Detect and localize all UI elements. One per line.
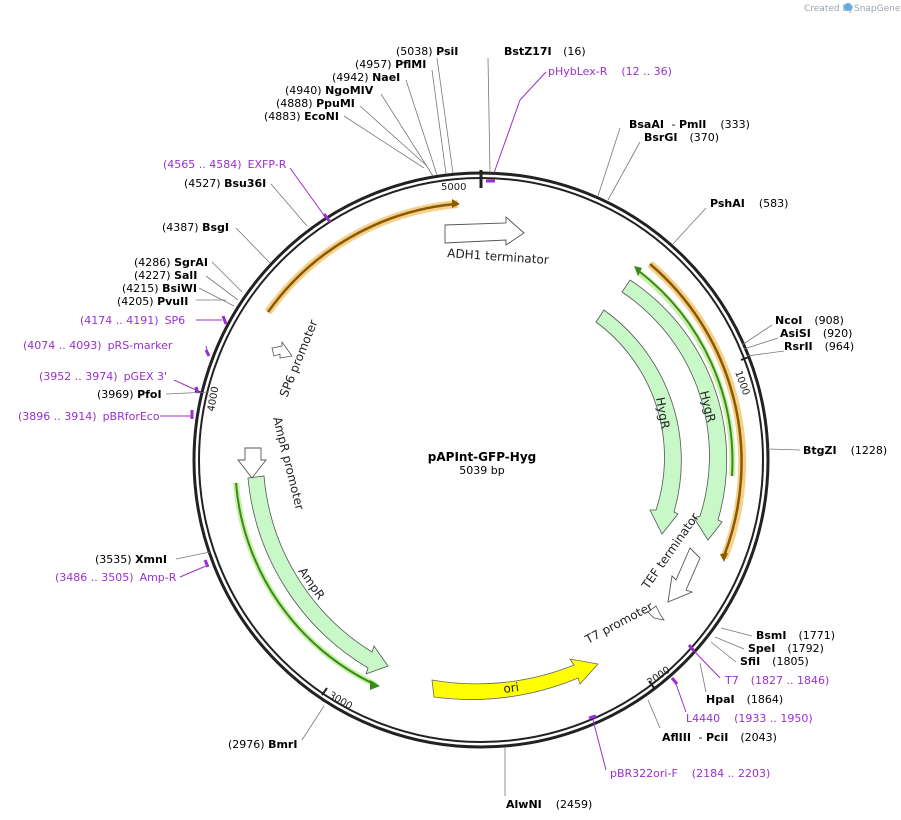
exfp-feature bbox=[266, 202, 456, 313]
exfp-arrowhead-icon bbox=[452, 199, 460, 208]
enzyme-alwni: AlwNI(2459) bbox=[506, 798, 592, 811]
enzyme-asisi: AsiSI(920) bbox=[780, 327, 852, 340]
enzyme-pflmi: (4957) PflMI bbox=[355, 58, 426, 71]
primer-t7: T7(1827 .. 1846) bbox=[724, 674, 829, 687]
plasmid-name: pAPInt-GFP-Hyg bbox=[428, 450, 536, 464]
primer-phyblex-r: pHybLex-R(12 .. 36) bbox=[548, 65, 672, 78]
enzyme-hpai: HpaI(1864) bbox=[706, 693, 783, 706]
enzyme-bsmi: BsmI(1771) bbox=[756, 629, 835, 642]
sp6-promoter-label: SP6 promoter bbox=[277, 318, 321, 399]
t7-promoter-arrow bbox=[647, 605, 665, 621]
primer-amp-r: (3486 .. 3505)Amp-R bbox=[55, 571, 177, 584]
enzyme-rsrii: RsrII(964) bbox=[784, 340, 854, 353]
tef-terminator-arrow bbox=[667, 547, 701, 603]
enzyme-bsrgi: BsrGI(370) bbox=[644, 131, 719, 144]
primer-labels: pHybLex-R(12 .. 36) (4565 .. 4584)EXFP-R… bbox=[18, 65, 829, 780]
hyg-green-arrowhead-icon bbox=[634, 266, 642, 276]
ampr-green-feature bbox=[235, 482, 377, 686]
enzyme-pvuii: (4205) PvuII bbox=[117, 295, 188, 308]
tick-label-4000: 4000 bbox=[206, 386, 221, 413]
adh1-terminator-arrow bbox=[444, 215, 525, 246]
enzyme-spei: SpeI(1792) bbox=[748, 642, 824, 655]
enzyme-econi: (4883) EcoNI bbox=[264, 110, 339, 123]
hyg-orange-feature bbox=[649, 263, 743, 557]
primer-exfp-r: (4565 .. 4584)EXFP-R bbox=[163, 158, 287, 171]
enzyme-bsu36i: (4527) Bsu36I bbox=[184, 177, 266, 190]
enzyme-pshai: PshAI(583) bbox=[710, 197, 788, 210]
enzyme-leader-lines bbox=[165, 57, 801, 796]
primer-l4440: L4440(1933 .. 1950) bbox=[686, 712, 813, 725]
tick-label-5000: 5000 bbox=[441, 182, 466, 193]
ampr-promoter-label: AmpR promoter bbox=[270, 415, 307, 511]
primer-prs-marker: (4074 .. 4093)pRS-marker bbox=[23, 339, 173, 352]
enzyme-naei: (4942) NaeI bbox=[332, 71, 400, 84]
snapgene-logo-icon bbox=[844, 3, 852, 11]
enzyme-sgrai: (4286) SgrAI bbox=[134, 256, 208, 269]
exfp-feature-halo bbox=[264, 200, 459, 315]
enzyme-bsiwi: (4215) BsiWI bbox=[122, 282, 197, 295]
enzyme-pfoi: (3969) PfoI bbox=[97, 388, 162, 401]
enzyme-bmri: (2976) BmrI bbox=[228, 738, 297, 751]
enzyme-ngomiv: (4940) NgoMIV bbox=[285, 84, 374, 97]
enzyme-btgzi: BtgZI(1228) bbox=[803, 444, 887, 457]
ampr-green-arrowhead-icon bbox=[370, 680, 380, 690]
enzyme-ncoi: NcoI(908) bbox=[775, 314, 844, 327]
enzyme-bstz17i: BstZ17I (16) bbox=[504, 45, 586, 58]
primer-leader-lines bbox=[160, 71, 721, 771]
ampr-feature bbox=[247, 475, 389, 675]
enzyme-psii: (5038) PsiI bbox=[396, 45, 458, 58]
ampr-promoter-arrow bbox=[237, 447, 267, 479]
enzyme-ppumi: (4888) PpuMI bbox=[276, 97, 355, 110]
hygr-inner-feature bbox=[595, 309, 682, 535]
credit-brand: SnapGene bbox=[854, 4, 901, 14]
primer-marks bbox=[190, 179, 696, 720]
tick-3000 bbox=[321, 687, 328, 696]
enzyme-bsaai-pmli: BsaAI - PmlI(333) bbox=[629, 118, 750, 131]
enzyme-xmni: (3535) XmnI bbox=[95, 553, 167, 566]
primer-pbrforeco: (3896 .. 3914)pBRforEco bbox=[18, 410, 160, 423]
primer-sp6: (4174 .. 4191)SP6 bbox=[80, 314, 185, 327]
hyg-orange-arrowhead-icon bbox=[720, 553, 728, 562]
plasmid-size: 5039 bp bbox=[459, 464, 504, 477]
enzyme-labels: (5038) PsiI BstZ17I (16) (4957) PflMI (4… bbox=[95, 45, 887, 811]
enzyme-bsgi: (4387) BsgI bbox=[162, 221, 229, 234]
hyg-green-feature bbox=[639, 271, 734, 477]
ori-label: ori bbox=[502, 680, 519, 696]
tick-2000 bbox=[648, 680, 655, 689]
tick-1000 bbox=[740, 356, 750, 361]
adh1-terminator-label: ADH1 terminator bbox=[447, 246, 549, 267]
primer-pgex-3: (3952 .. 3974)pGEX 3' bbox=[39, 370, 167, 383]
sp6-promoter-arrow bbox=[271, 340, 293, 359]
t7-promoter-label: T7 promoter bbox=[582, 599, 655, 647]
ori-feature bbox=[431, 658, 599, 700]
primer-pbr322ori-f: pBR322ori-F(2184 .. 2203) bbox=[610, 767, 770, 780]
enzyme-afliii-pcii: AflIII - PciI(2043) bbox=[662, 731, 777, 744]
hygr-inner-label: HygR bbox=[653, 396, 672, 430]
enzyme-sali: (4227) SalI bbox=[134, 269, 197, 282]
credit-prefix: Created by bbox=[804, 4, 854, 14]
hygr-outer-feature bbox=[621, 279, 728, 541]
enzyme-sfii: SfiI(1805) bbox=[740, 655, 809, 668]
